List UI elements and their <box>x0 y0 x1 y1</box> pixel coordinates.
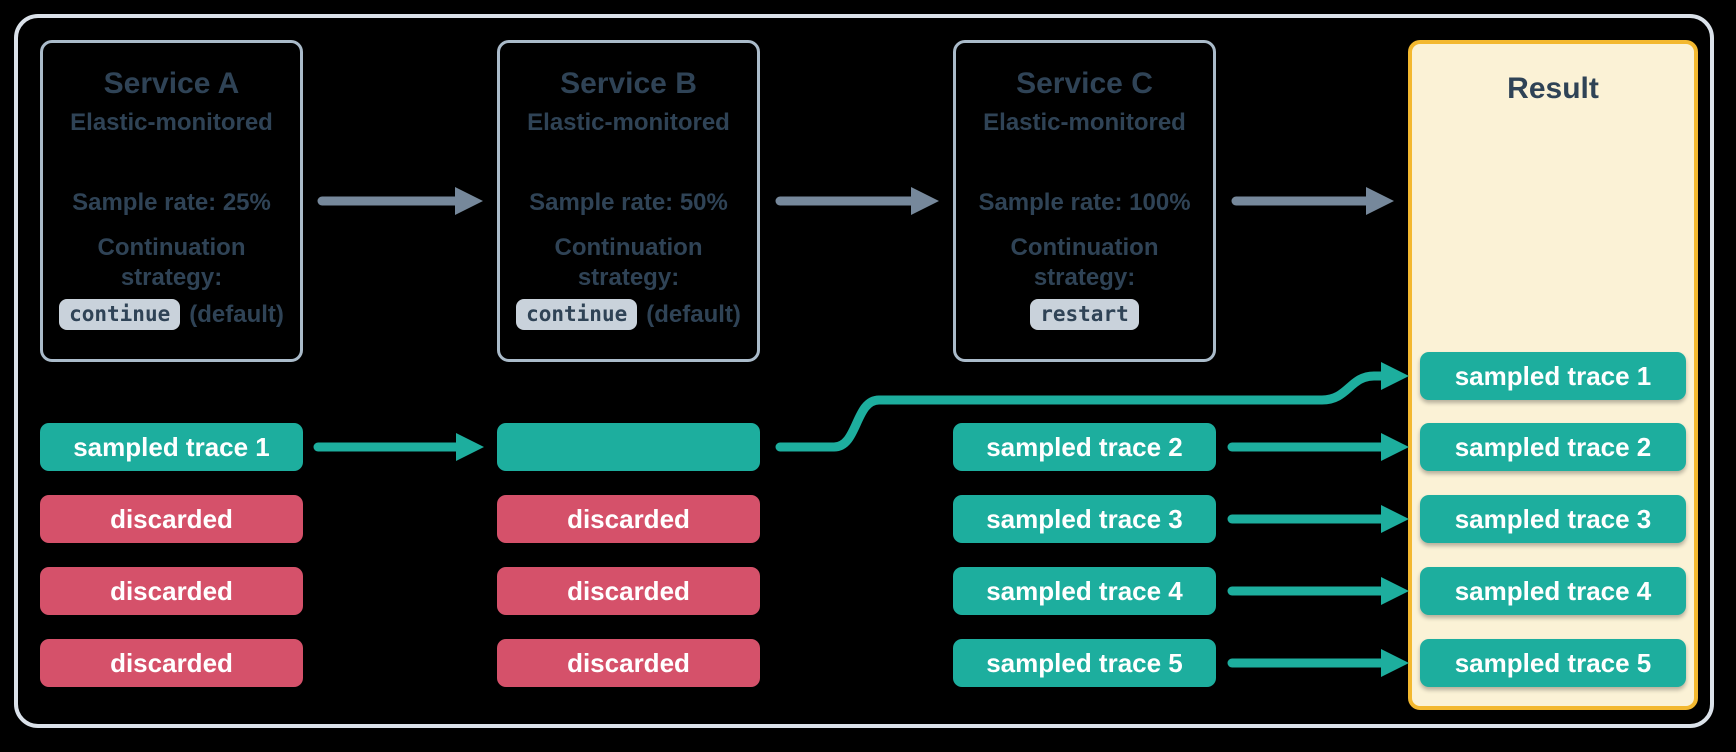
trace-chip-a-discarded-3: discarded <box>40 639 303 687</box>
service-a-strategy-value-chip: continue <box>59 299 181 330</box>
trace-chip-b-discarded-3: discarded <box>497 639 760 687</box>
service-a-strategy-label: Continuation strategy: <box>97 234 246 291</box>
trace-chip-c-sampled-3: sampled trace 3 <box>953 495 1216 543</box>
service-c-strategy-row: restart <box>956 299 1213 330</box>
trace-chip-a-discarded-1: discarded <box>40 495 303 543</box>
service-b-strategy-suffix: (default) <box>646 300 741 328</box>
service-a-subtitle: Elastic-monitored <box>70 109 273 136</box>
trace-chip-b-discarded-1: discarded <box>497 495 760 543</box>
trace-chip-c-sampled-5: sampled trace 5 <box>953 639 1216 687</box>
service-b-strategy-label: Continuation strategy: <box>554 234 703 291</box>
service-b-strategy-row: continue (default) <box>500 299 757 330</box>
service-c-subtitle: Elastic-monitored <box>983 109 1186 136</box>
trace-chip-b-sampled-unlabeled <box>497 423 760 471</box>
trace-chip-c-sampled-4: sampled trace 4 <box>953 567 1216 615</box>
trace-chip-a-discarded-2: discarded <box>40 567 303 615</box>
service-c-strategy-value-chip: restart <box>1030 299 1139 330</box>
service-a-box: Service A Elastic-monitored Sample rate:… <box>40 40 303 362</box>
service-a-sample-rate: Sample rate: 25% <box>72 189 271 216</box>
result-chip-sampled-4: sampled trace 4 <box>1420 567 1686 615</box>
service-a-strategy-row: continue (default) <box>43 299 300 330</box>
service-b-title: Service B <box>560 67 697 100</box>
service-c-title: Service C <box>1016 67 1153 100</box>
service-b-subtitle: Elastic-monitored <box>527 109 730 136</box>
result-chip-sampled-2: sampled trace 2 <box>1420 423 1686 471</box>
service-a-strategy-suffix: (default) <box>189 300 284 328</box>
service-b-sample-rate: Sample rate: 50% <box>529 189 728 216</box>
result-chip-sampled-3: sampled trace 3 <box>1420 495 1686 543</box>
trace-chip-a-sampled-1: sampled trace 1 <box>40 423 303 471</box>
service-b-box: Service B Elastic-monitored Sample rate:… <box>497 40 760 362</box>
diagram-outer-frame <box>14 14 1714 728</box>
trace-chip-c-sampled-2: sampled trace 2 <box>953 423 1216 471</box>
trace-chip-b-discarded-2: discarded <box>497 567 760 615</box>
service-a-title: Service A <box>103 67 240 100</box>
result-chip-sampled-5: sampled trace 5 <box>1420 639 1686 687</box>
service-c-box: Service C Elastic-monitored Sample rate:… <box>953 40 1216 362</box>
service-b-strategy-value-chip: continue <box>516 299 638 330</box>
result-chip-sampled-1: sampled trace 1 <box>1420 352 1686 400</box>
service-c-sample-rate: Sample rate: 100% <box>978 189 1191 216</box>
service-c-strategy-label: Continuation strategy: <box>1010 234 1159 291</box>
result-title: Result <box>1507 72 1599 105</box>
